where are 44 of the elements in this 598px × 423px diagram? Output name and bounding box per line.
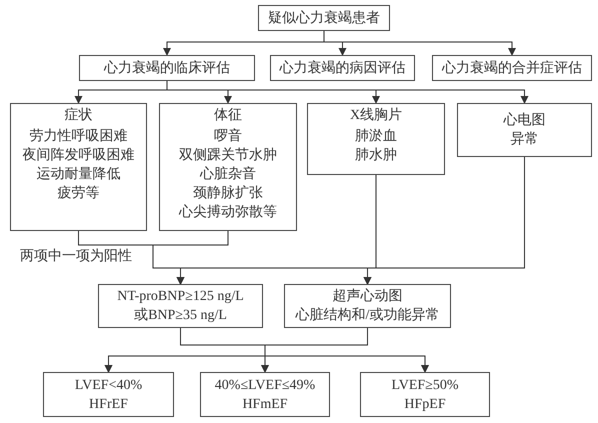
box-heading: 体征 <box>214 107 242 125</box>
flow-box <box>258 5 390 31</box>
box-text: 或BNP≥35 ng/L <box>134 306 227 325</box>
box-text: 疲劳等 <box>58 185 100 203</box>
box-text: 心尖搏动弥散等 <box>179 204 277 222</box>
flow-box <box>98 284 263 328</box>
box-text: 肺水肿 <box>355 147 397 165</box>
flow-box <box>270 55 415 81</box>
box-heading: 症状 <box>64 107 92 125</box>
box-text: 颈静脉扩张 <box>193 185 263 203</box>
box-text: 疑似心力衰竭患者 <box>268 9 380 28</box>
flow-box <box>457 103 592 157</box>
flow-box <box>284 284 451 328</box>
box-text: 双侧踝关节水肿 <box>179 147 277 165</box>
box-text: HFrEF <box>89 396 128 414</box>
flow-box <box>200 372 330 417</box>
box-text: 心脏杂音 <box>200 166 256 184</box>
connector-arrow <box>324 30 516 56</box>
box-text: 劳力性呼吸困难 <box>30 128 128 146</box>
box-heading: X线胸片 <box>350 107 402 125</box>
box-text: 肺淤血 <box>355 128 397 146</box>
box-text: 异常 <box>510 130 538 149</box>
flow-box <box>159 103 297 231</box>
flow-box <box>360 372 490 417</box>
box-text: 心力衰竭的合并症评估 <box>442 59 582 78</box>
flow-box <box>10 103 147 231</box>
box-text: HFpEF <box>404 396 446 414</box>
box-text: 超声心动图 <box>332 287 402 306</box>
box-text: LVEF<40% <box>74 376 142 394</box>
flow-box <box>307 103 445 175</box>
box-text: 运动耐量降低 <box>36 166 120 184</box>
box-text: 40%≤LVEF≤49% <box>214 376 316 394</box>
flow-box <box>79 55 255 81</box>
flow-box <box>43 372 174 417</box>
box-text: NT-proBNP≥125 ng/L <box>117 288 244 306</box>
box-text: HFmEF <box>242 396 288 414</box>
box-text: LVEF≥50% <box>391 376 459 394</box>
box-text: 心力衰竭的临床评估 <box>104 59 230 78</box>
box-text: 夜间阵发呼吸困难 <box>22 147 134 165</box>
box-text: 啰音 <box>214 128 242 146</box>
box-text: 心电图 <box>504 111 546 130</box>
box-text: 心力衰竭的病因评估 <box>280 59 406 78</box>
flow-box <box>432 55 592 81</box>
box-text: 心脏结构和/或功能异常 <box>296 306 440 325</box>
